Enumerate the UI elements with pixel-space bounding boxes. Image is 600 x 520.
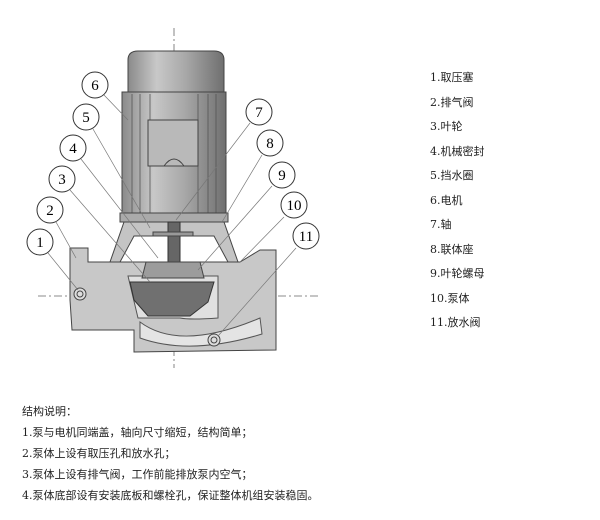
callout-circle xyxy=(72,103,100,131)
callout-circle xyxy=(268,161,296,189)
callout-number: 6 xyxy=(91,78,99,94)
legend-item: 10.泵体 xyxy=(430,291,470,305)
water-slinger xyxy=(152,231,194,237)
callout-number: 8 xyxy=(266,136,274,152)
callout-circle xyxy=(256,129,284,157)
callout-circle xyxy=(59,134,87,162)
callout-circle xyxy=(280,191,308,219)
legend-item: 6.电机 xyxy=(430,193,463,207)
legend-item: 7.轴 xyxy=(430,218,452,231)
callout-6: 6 xyxy=(81,71,109,99)
callout-10: 10 xyxy=(280,191,308,219)
note-item: 1.泵与电机同端盖，轴向尺寸缩短，结构简单； xyxy=(22,426,253,439)
callout-4: 4 xyxy=(59,134,87,162)
callout-circle xyxy=(292,222,320,250)
parts-legend: 1.取压塞 2.排气阀 3.叶轮 4.机械密封 5.挡水圈 6.电机 7.轴 8… xyxy=(430,70,485,340)
callout-number: 4 xyxy=(69,141,77,157)
callout-circle xyxy=(36,196,64,224)
note-item: 3.泵体上设有排气阀，工作前能排放泵内空气； xyxy=(22,468,253,481)
impeller xyxy=(129,281,215,317)
callout-3: 3 xyxy=(48,165,76,193)
callout-1: 1 xyxy=(26,228,54,256)
motor xyxy=(119,50,229,223)
legend-item: 4.机械密封 xyxy=(430,144,485,158)
note-item: 2.泵体上设有取压孔和放水孔； xyxy=(22,447,176,460)
legend-item: 11.放水阀 xyxy=(430,316,481,329)
legend-item: 9.叶轮螺母 xyxy=(430,267,485,280)
note-item: 4.泵体底部设有安装底板和螺栓孔，保证整体机组安装稳固。 xyxy=(22,489,319,502)
leader-lines xyxy=(47,94,297,337)
callout-9: 9 xyxy=(268,161,296,189)
callout-circle xyxy=(26,228,54,256)
notes-title: 结构说明： xyxy=(22,405,77,418)
callout-number: 1 xyxy=(36,235,44,251)
callout-circle xyxy=(245,98,273,126)
callout-circle xyxy=(48,165,76,193)
legend-item: 5.挡水圈 xyxy=(430,169,474,182)
callout-number: 3 xyxy=(58,172,66,188)
structure-notes: 结构说明： 1.泵与电机同端盖，轴向尺寸缩短，结构简单； 2.泵体上设有取压孔和… xyxy=(22,404,319,509)
callout-7: 7 xyxy=(245,98,273,126)
callout-8: 8 xyxy=(256,129,284,157)
legend-item: 8.联体座 xyxy=(430,242,474,256)
legend-item: 2.排气阀 xyxy=(430,95,474,109)
callout-number: 10 xyxy=(287,198,302,214)
mechanical-seal xyxy=(141,261,205,279)
callout-number: 7 xyxy=(255,105,263,121)
legend-item: 3.叶轮 xyxy=(430,120,463,133)
callout-5: 5 xyxy=(72,103,100,131)
callout-2: 2 xyxy=(36,196,64,224)
callout-number: 11 xyxy=(299,229,313,245)
callout-number: 2 xyxy=(46,203,54,219)
callout-circle xyxy=(81,71,109,99)
callout-number: 5 xyxy=(82,110,90,126)
callout-number: 9 xyxy=(278,168,286,184)
callout-11: 11 xyxy=(292,222,320,250)
legend-item: 1.取压塞 xyxy=(430,71,474,84)
